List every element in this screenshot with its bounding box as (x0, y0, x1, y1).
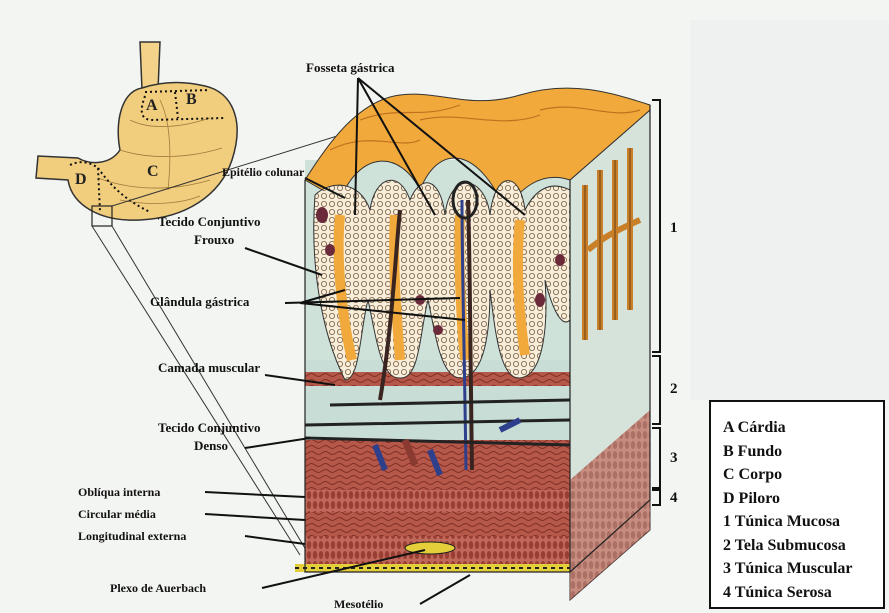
esophagus (140, 42, 160, 90)
layer-number-2: 2 (670, 381, 678, 397)
layer-brackets (652, 100, 660, 505)
letter-a: A (146, 97, 158, 114)
oblique-muscle (305, 490, 570, 512)
label-tecido-denso-2: Denso (194, 438, 228, 453)
tissue-block (295, 88, 650, 600)
label-plexo: Plexo de Auerbach (110, 581, 206, 595)
label-longitudinal: Longitudinal externa (78, 529, 186, 543)
letter-d: D (75, 171, 87, 188)
circular-muscle (305, 512, 570, 536)
label-camada-muscular: Camada muscular (158, 360, 260, 375)
letter-c: C (147, 163, 159, 180)
gastric-glands (314, 180, 570, 380)
legend-item-piloro: D Piloro (723, 487, 883, 511)
legend-item-tunica-mucosa: 1 Túnica Mucosa (723, 510, 883, 534)
layer-number-4: 4 (670, 490, 678, 506)
layer-number-1: 1 (670, 220, 678, 236)
label-tecido-denso-1: Tecido Conjuntivo (158, 420, 260, 435)
stomach-outline (36, 82, 237, 220)
label-fosseta: Fosseta gástrica (306, 60, 395, 75)
legend-item-tela-submucosa: 2 Tela Submucosa (723, 534, 883, 558)
label-obliqua: Oblíqua interna (78, 485, 160, 499)
paper-bg (690, 20, 889, 400)
letter-b: B (186, 91, 197, 108)
legend-item-tunica-muscular: 3 Túnica Muscular (723, 557, 883, 581)
label-glandula: Glândula gástrica (150, 294, 250, 309)
label-tecido-frouxo-2: Frouxo (194, 232, 234, 247)
legend-item-tunica-serosa: 4 Túnica Serosa (723, 581, 883, 605)
legend-item-corpo: C Corpo (723, 463, 883, 487)
legend-box: A Cárdia B Fundo C Corpo D Piloro 1 Túni… (709, 400, 885, 609)
label-mesotelio: Mesotélio (334, 597, 383, 611)
legend-item-cardia: A Cárdia (723, 416, 883, 440)
layer-number-3: 3 (670, 450, 678, 466)
legend-item-fundo: B Fundo (723, 440, 883, 464)
label-tecido-frouxo-1: Tecido Conjuntivo (158, 214, 260, 229)
label-epitelio: Epitélio colunar (222, 165, 305, 179)
label-circular: Circular média (78, 507, 156, 521)
